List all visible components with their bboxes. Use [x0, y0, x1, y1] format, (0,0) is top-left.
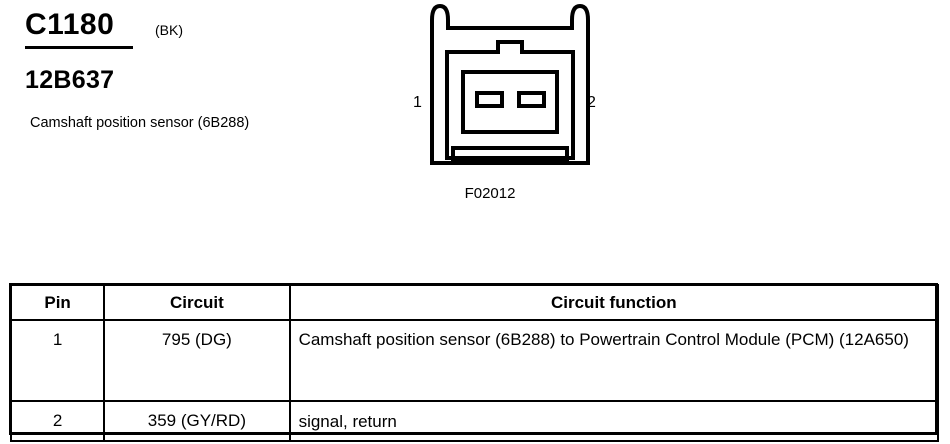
part-number: 12B637 [25, 66, 115, 94]
connector-id-underline [25, 46, 133, 49]
column-header-pin: Pin [9, 284, 106, 321]
pin-table: Pin Circuit Circuit function 1 795 (DG) … [9, 284, 940, 442]
table-header-row: Pin Circuit Circuit function [9, 284, 940, 321]
connector-body-outline [430, 3, 590, 165]
component-description: Camshaft position sensor (6B288) [30, 115, 250, 131]
cell-pin: 2 [9, 400, 106, 442]
table-row: 1 795 (DG) Camshaft position sensor (6B2… [9, 319, 940, 402]
column-header-circuit: Circuit [103, 284, 291, 321]
cell-circuit-function: signal, return [288, 400, 940, 442]
cell-circuit-function: Camshaft position sensor (6B288) to Powe… [288, 319, 940, 402]
pin-number-label-2: 2 [587, 94, 596, 111]
connector-id: C1180 [25, 8, 115, 41]
connector-header: C1180 (BK) 12B637 Camshaft position sens… [25, 8, 365, 131]
pin-table-head: Pin Circuit Circuit function [9, 284, 940, 321]
connector-figure: 1 2 F02012 [395, 0, 625, 215]
connector-id-row: C1180 (BK) [25, 8, 365, 49]
pin-table-body: 1 795 (DG) Camshaft position sensor (6B2… [9, 319, 940, 442]
connector-color-code: (BK) [155, 22, 183, 38]
column-header-circuit-function: Circuit function [288, 284, 940, 321]
terminal-slot-pin-1 [475, 91, 504, 108]
cell-circuit: 359 (GY/RD) [103, 400, 291, 442]
connector-bottom-bar [451, 146, 569, 163]
pin-number-label-1: 1 [413, 94, 422, 111]
connector-cavity-frame [461, 70, 559, 134]
connector-illustration [430, 3, 590, 165]
table-row: 2 359 (GY/RD) signal, return [9, 400, 940, 442]
terminal-slot-pin-2 [517, 91, 546, 108]
figure-caption: F02012 [464, 185, 516, 202]
cell-pin: 1 [9, 319, 106, 402]
connector-inner-housing [445, 40, 575, 160]
cell-circuit: 795 (DG) [103, 319, 291, 402]
pin-table-container: Pin Circuit Circuit function 1 795 (DG) … [9, 283, 940, 442]
